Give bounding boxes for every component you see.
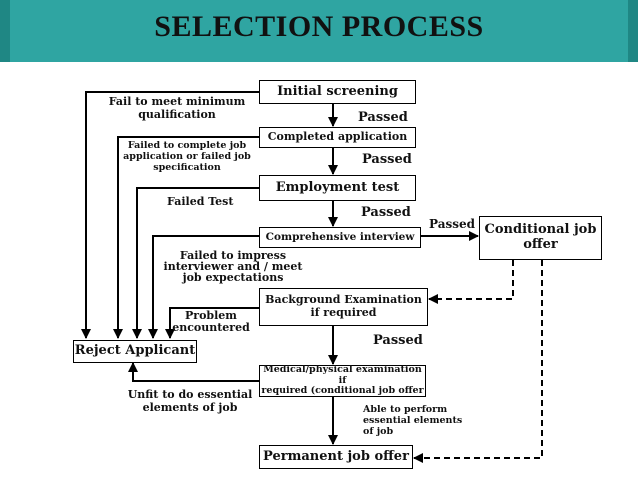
- conditional-offer-line1: Conditional job: [484, 222, 597, 238]
- arrow-interview-to-reject: [148, 235, 259, 339]
- fail-impress-label: Failed to impress interviewer and / meet…: [158, 250, 308, 283]
- comprehensive-interview-text: Comprehensive interview: [265, 231, 415, 244]
- fail-impress-line1: Failed to impress: [179, 249, 287, 262]
- dashed-conditional-to-background: [428, 260, 514, 304]
- problem-line1: Problem: [185, 309, 237, 322]
- title-bar-right-edge: [628, 0, 638, 62]
- arrow-background-to-reject: [165, 307, 259, 339]
- box-initial-screening: Initial screening: [259, 80, 416, 104]
- fail-impress-line2: interviewer and / meet: [163, 260, 303, 273]
- passed-label-2: Passed: [362, 152, 412, 167]
- able-line2: essential elements: [363, 414, 463, 426]
- box-conditional-job-offer: Conditional job offer: [479, 216, 602, 260]
- fail-complete-line3: specification: [153, 161, 221, 173]
- unfit-line1: Unfit to do essential: [127, 388, 253, 401]
- page-title: SELECTION PROCESS: [154, 10, 484, 43]
- box-comprehensive-interview: Comprehensive interview: [259, 227, 421, 248]
- passed-label-4: Passed: [373, 333, 423, 348]
- arrow-test-to-reject: [132, 187, 259, 339]
- employment-test-text: Employment test: [275, 179, 400, 195]
- box-background-examination: Background Examination if required: [259, 288, 428, 326]
- failed-test-label: Failed Test: [167, 195, 234, 208]
- fail-complete-line2: application or failed job: [123, 150, 251, 162]
- initial-screening-text: Initial screening: [277, 83, 398, 99]
- passed-label-3: Passed: [361, 205, 411, 220]
- arrow-application-to-reject: [113, 136, 259, 339]
- title-bar: [0, 0, 638, 62]
- fail-complete-application-label: Failed to complete job application or fa…: [120, 140, 254, 174]
- able-line3: of job: [363, 425, 394, 437]
- fail-minimum-qualification-label: Fail to meet minimum qualification: [104, 95, 250, 121]
- passed-label-1: Passed: [358, 110, 408, 125]
- background-examination-line1: Background Examination: [265, 293, 422, 307]
- background-examination-line2: if required: [310, 306, 377, 319]
- problem-encountered-label: Problem encountered: [172, 310, 250, 333]
- fail-min-line2: qualification: [138, 107, 216, 121]
- box-completed-application: Completed application: [259, 127, 416, 148]
- medical-line1: Medical/physical examination if: [263, 363, 422, 386]
- unfit-label: Unfit to do essential elements of job: [124, 388, 256, 414]
- problem-line2: encountered: [172, 320, 250, 334]
- passed-label-conditional: Passed: [429, 217, 476, 231]
- arrow-medical-to-reject: [128, 362, 259, 382]
- able-to-perform-label: Able to perform essential elements of jo…: [363, 404, 463, 438]
- permanent-job-offer-text: Permanent job offer: [263, 448, 409, 464]
- dashed-conditional-to-permanent: [413, 260, 543, 463]
- able-line1: Able to perform: [363, 404, 448, 415]
- unfit-line2: elements of job: [142, 400, 238, 414]
- box-reject-applicant: Reject Applicant: [73, 340, 197, 363]
- title-bar-left-edge: [0, 0, 10, 62]
- medical-line2: required (conditional job offer: [261, 385, 424, 397]
- box-medical-examination: Medical/physical examination if required…: [259, 363, 426, 397]
- fail-complete-line1: Failed to complete job: [127, 140, 247, 151]
- reject-applicant-text: Reject Applicant: [74, 343, 196, 359]
- fail-impress-line3: job expectations: [182, 271, 284, 284]
- box-permanent-job-offer: Permanent job offer: [259, 445, 413, 469]
- conditional-offer-line2: offer: [523, 237, 558, 252]
- completed-application-text: Completed application: [267, 130, 408, 144]
- arrow-screening-to-reject: [81, 91, 259, 339]
- fail-min-line1: Fail to meet minimum: [108, 95, 246, 108]
- box-employment-test: Employment test: [259, 175, 416, 201]
